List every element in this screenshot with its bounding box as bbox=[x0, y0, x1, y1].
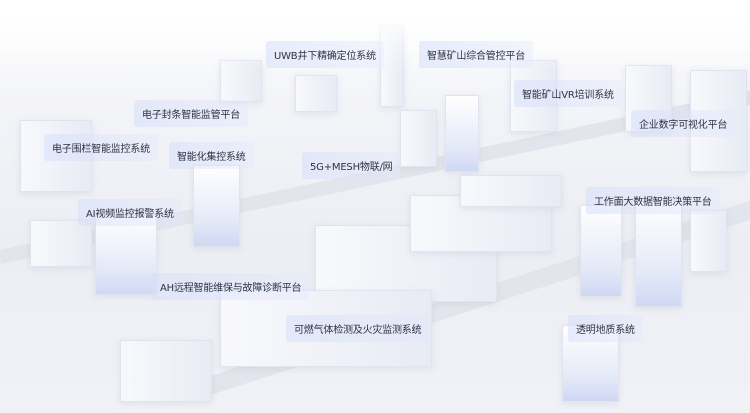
label-enterprise-visualization[interactable]: 企业数字可视化平台 bbox=[631, 110, 736, 137]
label-electronic-seal[interactable]: 电子封条智能监管平台 bbox=[134, 100, 248, 127]
label-uwb-positioning[interactable]: UWB井下精确定位系统 bbox=[266, 41, 384, 68]
building bbox=[400, 110, 437, 167]
building bbox=[580, 205, 622, 297]
label-5g-mesh[interactable]: 5G+MESH物联/网 bbox=[302, 152, 401, 179]
building bbox=[635, 200, 682, 307]
label-workface-bigdata[interactable]: 工作面大数据智能决策平台 bbox=[586, 187, 720, 214]
label-gas-fire-monitoring[interactable]: 可燃气体检测及火灾监测系统 bbox=[286, 315, 430, 342]
building bbox=[30, 220, 92, 267]
label-remote-maintenance[interactable]: AH远程智能维保与故障诊断平台 bbox=[152, 273, 310, 300]
building bbox=[690, 210, 727, 272]
building bbox=[460, 175, 562, 207]
label-smart-mine-platform[interactable]: 智慧矿山综合管控平台 bbox=[419, 41, 533, 68]
label-centralized-control[interactable]: 智能化集控系统 bbox=[169, 142, 254, 169]
label-ai-video[interactable]: AI视频监控报警系统 bbox=[78, 199, 182, 226]
building bbox=[295, 75, 337, 112]
label-vr-training[interactable]: 智能矿山VR培训系统 bbox=[514, 80, 622, 107]
building bbox=[193, 165, 240, 247]
label-transparent-geology[interactable]: 透明地质系统 bbox=[568, 315, 643, 342]
building bbox=[95, 215, 157, 295]
building bbox=[120, 340, 212, 402]
building bbox=[445, 95, 479, 172]
label-electronic-fence[interactable]: 电子围栏智能监控系统 bbox=[44, 134, 158, 161]
